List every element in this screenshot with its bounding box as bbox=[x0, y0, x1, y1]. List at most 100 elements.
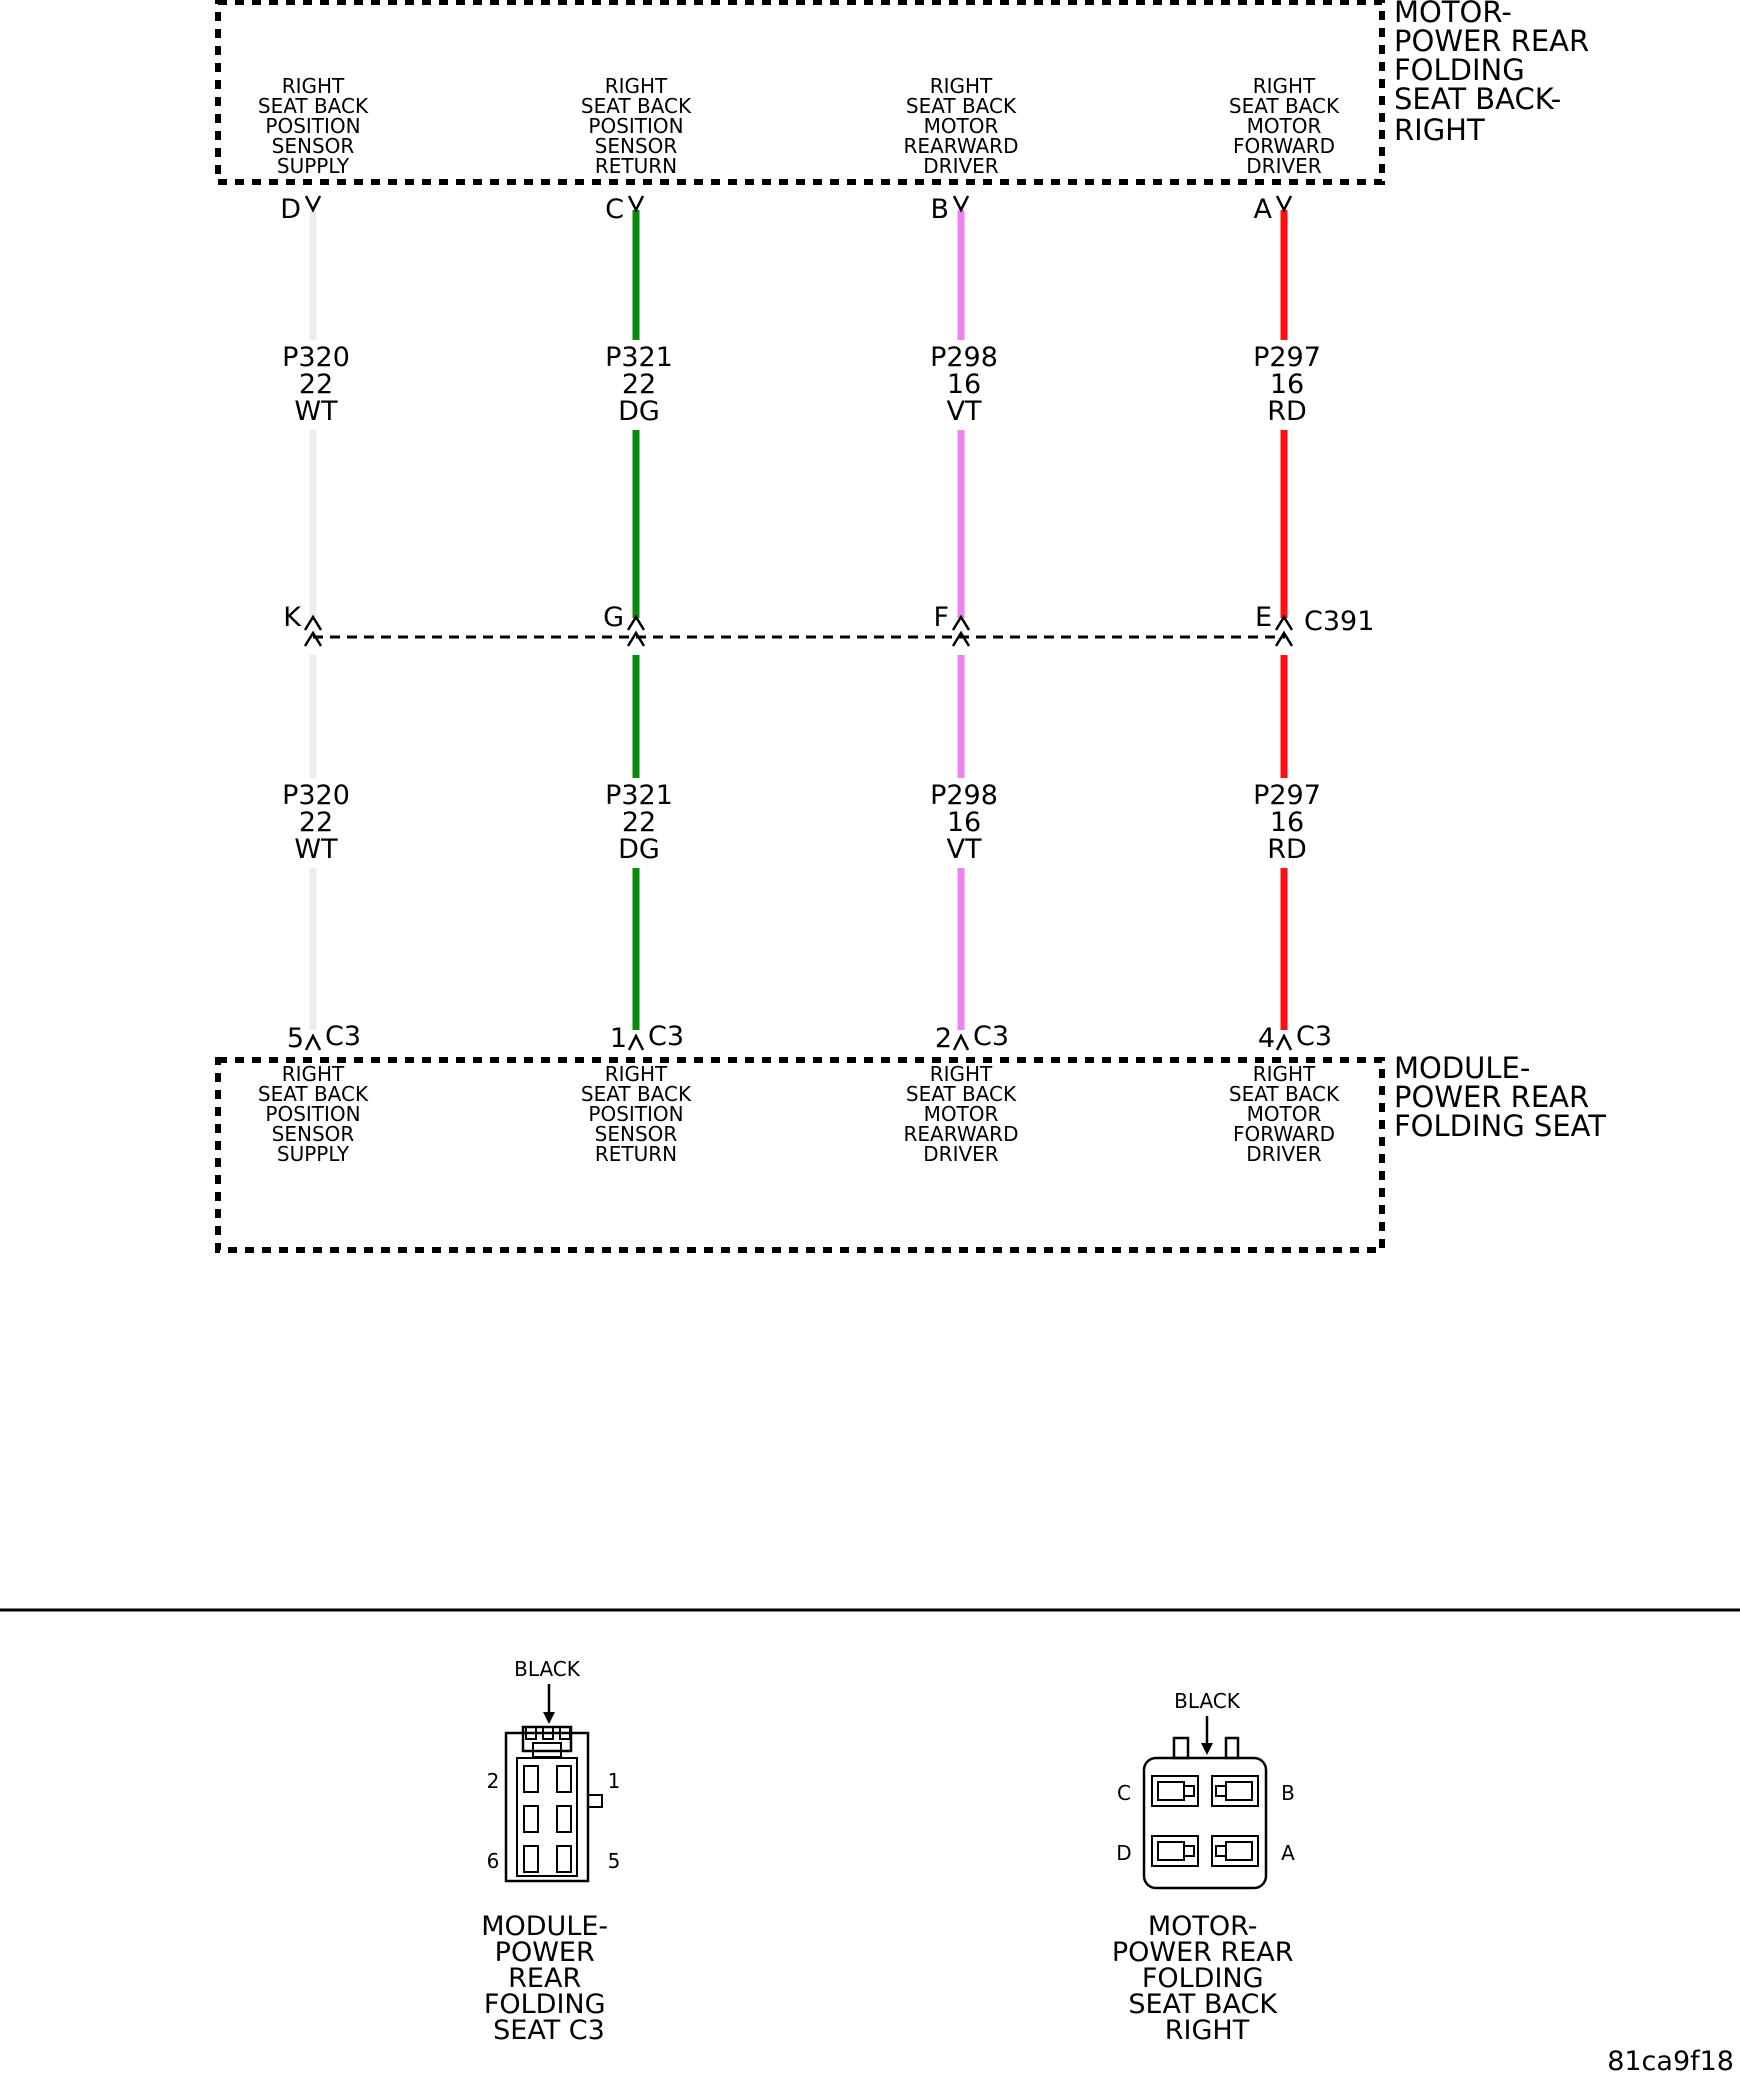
function-line: SEAT BACK bbox=[581, 1082, 692, 1106]
wire-color-code: WT bbox=[294, 834, 338, 865]
top-component-name-line: SEAT BACK- bbox=[1394, 82, 1561, 116]
inline-terminal-icon bbox=[626, 630, 646, 647]
connector-side-tab bbox=[587, 1794, 603, 1808]
cavity bbox=[523, 1805, 539, 1833]
top-component-name-line: RIGHT bbox=[1394, 113, 1485, 147]
wire-circuit-id: P320 bbox=[282, 780, 350, 811]
terminal-cavity bbox=[1215, 1785, 1227, 1797]
function-line: FORWARD bbox=[1233, 134, 1335, 158]
function-line: SEAT BACK bbox=[258, 1082, 369, 1106]
terminal-cavity bbox=[1157, 1841, 1185, 1861]
terminal-cavity bbox=[1225, 1841, 1253, 1861]
inline-terminal-icon bbox=[1274, 614, 1294, 631]
inline-terminal-icon bbox=[303, 614, 323, 631]
view-name-line: FOLDING bbox=[1142, 1963, 1264, 1994]
male-terminal-icon bbox=[304, 1033, 322, 1051]
view-name-line: POWER bbox=[495, 1937, 595, 1968]
female-terminal-icon bbox=[627, 195, 645, 213]
top-component-name: MOTOR- POWER REAR FOLDING SEAT BACK- RIG… bbox=[1394, 0, 1598, 147]
wire-gauge: 22 bbox=[622, 807, 656, 838]
bottom-component-name-line: MODULE- bbox=[1394, 1051, 1530, 1085]
function-line: RIGHT bbox=[605, 74, 668, 98]
view-name-line: REAR bbox=[508, 1963, 581, 1994]
wire-circuit-id: P320 bbox=[282, 342, 350, 373]
function-line: REARWARD bbox=[904, 134, 1019, 158]
function-line: SENSOR bbox=[272, 134, 355, 158]
wire-color-code: RD bbox=[1267, 834, 1307, 865]
terminal-cavity bbox=[1215, 1845, 1227, 1857]
bottom-component-name-line: POWER REAR bbox=[1394, 1080, 1589, 1114]
wire-gauge: 16 bbox=[947, 807, 981, 838]
function-line: FORWARD bbox=[1233, 1122, 1335, 1146]
function-line: SEAT BACK bbox=[1229, 94, 1340, 118]
motor-connector-view: BLACK C B D A MOTOR- POWER REAR FOLDI bbox=[1112, 1689, 1295, 2046]
function-line: MOTOR bbox=[924, 114, 999, 138]
inline-pin-letter: E bbox=[1255, 602, 1272, 633]
function-line: DRIVER bbox=[923, 154, 999, 178]
top-component-name-line: FOLDING bbox=[1394, 53, 1525, 87]
male-terminal-icon bbox=[952, 1033, 970, 1051]
cavity-letter: A bbox=[1281, 1841, 1295, 1865]
terminal-cavity bbox=[1183, 1785, 1195, 1797]
view-name-line: MODULE- bbox=[481, 1911, 608, 1942]
inline-pin-letter: G bbox=[603, 602, 624, 633]
function-line: MOTOR bbox=[1247, 114, 1322, 138]
inline-connector-name: C391 bbox=[1304, 606, 1374, 637]
wire-circuit-id: P297 bbox=[1253, 342, 1321, 373]
bottom-pin-number: 4 bbox=[1258, 1023, 1275, 1054]
top-component-name-line: POWER REAR bbox=[1394, 24, 1589, 58]
inline-pin-letter: F bbox=[933, 602, 949, 633]
bottom-component-name-line: FOLDING SEAT bbox=[1394, 1109, 1606, 1143]
function-line: POSITION bbox=[588, 114, 683, 138]
top-pin-letter: D bbox=[280, 194, 301, 225]
view-name-line: MOTOR- bbox=[1148, 1911, 1258, 1942]
module-c3-connector-view: BLACK 2 1 6 5 MODULE- POWER REAR FOLDING… bbox=[481, 1657, 620, 2046]
cavity bbox=[523, 1765, 539, 1793]
function-line: RIGHT bbox=[1253, 1062, 1316, 1086]
terminal-cavity bbox=[1157, 1781, 1185, 1801]
bottom-pin-number: 5 bbox=[287, 1023, 304, 1054]
function-line: SEAT BACK bbox=[906, 1082, 1017, 1106]
figure-id: 81ca9f18 bbox=[1607, 2046, 1734, 2077]
wire-color-code: RD bbox=[1267, 396, 1307, 427]
cavity-letter: C bbox=[1117, 1781, 1131, 1805]
bottom-pin-number: 1 bbox=[610, 1023, 627, 1054]
view-name-line: SEAT BACK bbox=[1128, 1989, 1278, 2020]
bottom-component-box bbox=[215, 1057, 1385, 1253]
module-c3-view-name: MODULE- POWER REAR FOLDING SEAT C3 bbox=[481, 1911, 617, 2046]
top-pin-letter: B bbox=[930, 194, 949, 225]
bottom-connector-name: C3 bbox=[325, 1021, 361, 1052]
inline-pin-letter: K bbox=[283, 602, 302, 633]
locator-tab bbox=[1224, 1736, 1240, 1760]
cavity-number: 6 bbox=[487, 1849, 500, 1873]
arrowhead-icon bbox=[543, 1712, 555, 1724]
terminal-cavity bbox=[1151, 1775, 1199, 1807]
connector-body bbox=[1142, 1756, 1268, 1890]
top-pin-letter: A bbox=[1254, 194, 1273, 225]
wire-circuit-id: P297 bbox=[1253, 780, 1321, 811]
function-line: RIGHT bbox=[282, 1062, 345, 1086]
bottom-pin-number: 2 bbox=[935, 1023, 952, 1054]
function-line: REARWARD bbox=[904, 1122, 1019, 1146]
bottom-component-name: MODULE- POWER REAR FOLDING SEAT bbox=[1394, 1051, 1606, 1143]
cavity-letter: D bbox=[1116, 1841, 1131, 1865]
female-terminal-icon bbox=[304, 195, 322, 213]
function-line: SUPPLY bbox=[277, 154, 350, 178]
function-line: RIGHT bbox=[930, 1062, 993, 1086]
terminal-cavity bbox=[1211, 1775, 1259, 1807]
inline-terminal-icon bbox=[951, 630, 971, 647]
function-line: RIGHT bbox=[930, 74, 993, 98]
cavity-number: 2 bbox=[487, 1769, 500, 1793]
function-line: RETURN bbox=[595, 1142, 677, 1166]
terminal-cavity bbox=[1211, 1835, 1259, 1867]
bottom-connector-name: C3 bbox=[973, 1021, 1009, 1052]
female-terminal-icon bbox=[952, 195, 970, 213]
function-line: SENSOR bbox=[272, 1122, 355, 1146]
function-line: SENSOR bbox=[595, 134, 678, 158]
cavity-letter: B bbox=[1281, 1781, 1295, 1805]
